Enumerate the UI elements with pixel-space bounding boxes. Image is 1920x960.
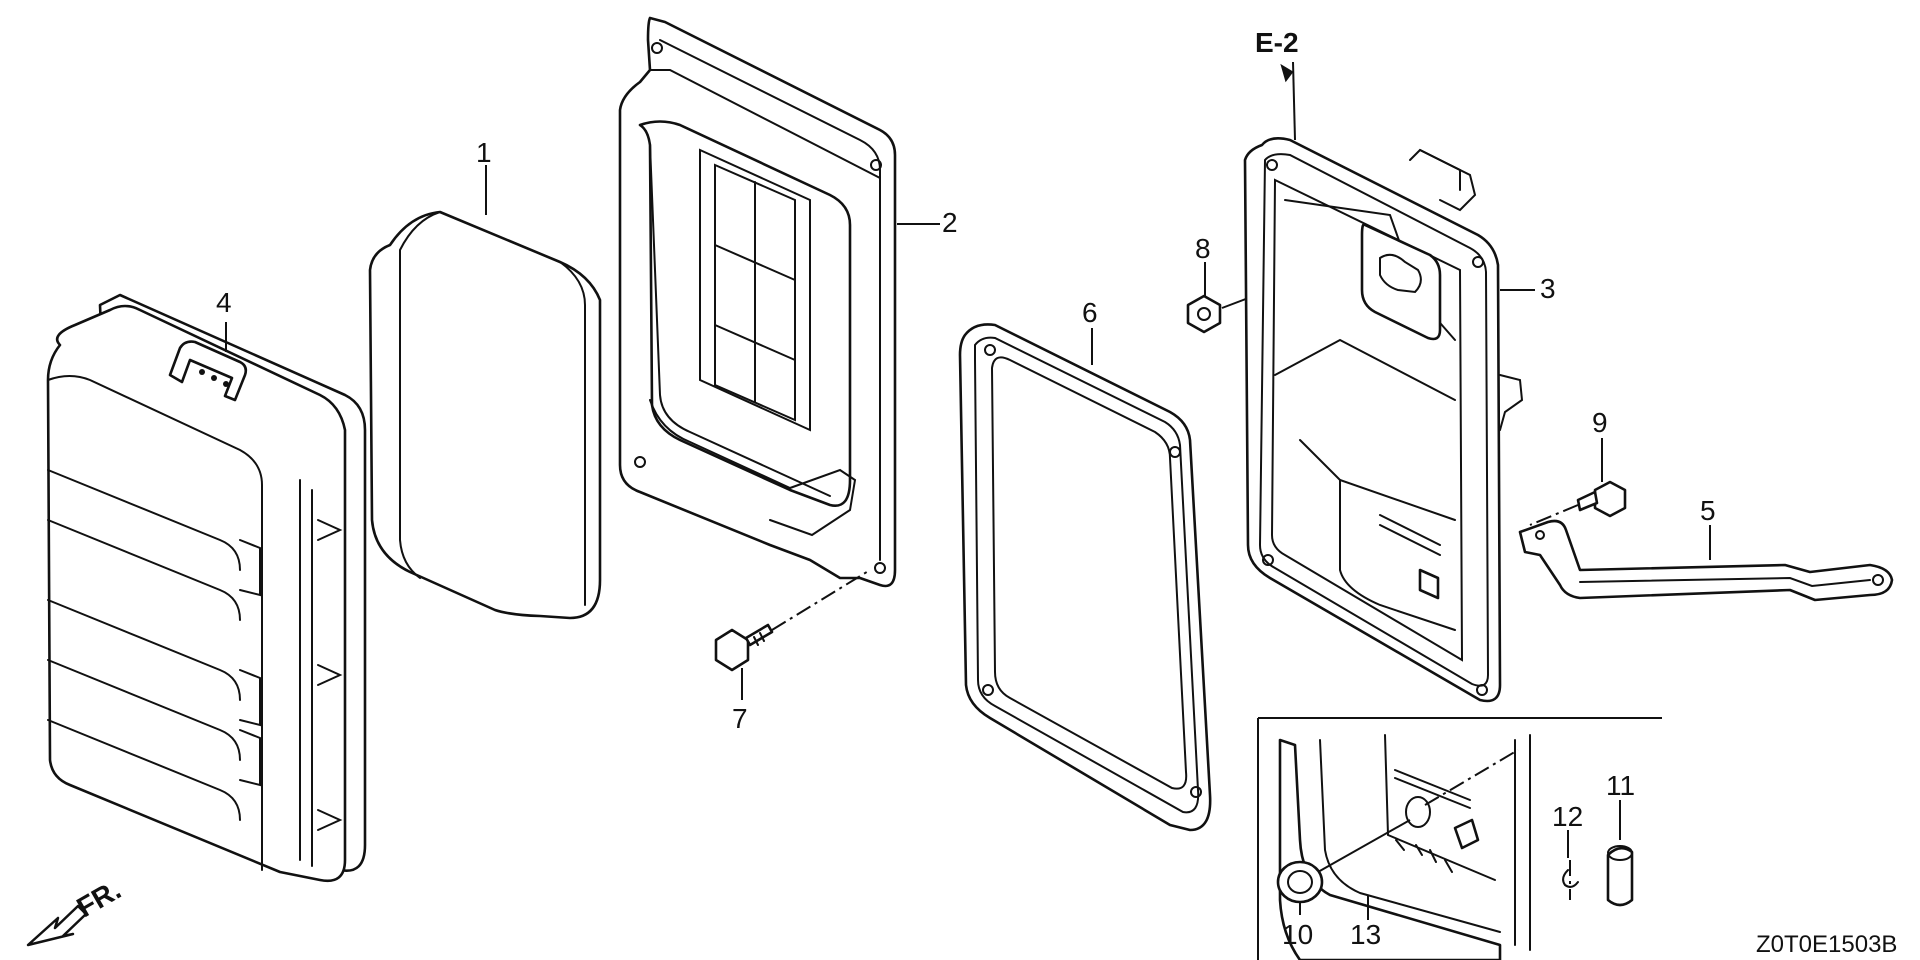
inset-detail [1257, 717, 1662, 960]
arrow-up-icon [1280, 63, 1294, 83]
part-bolt-small [1529, 480, 1627, 526]
callout-13: 13 [1350, 919, 1381, 950]
callout-9: 9 [1592, 407, 1608, 438]
callout-8: 8 [1195, 233, 1211, 264]
part-flange-bolt [714, 569, 871, 672]
drawing-code: Z0T0E1503B [1756, 931, 1897, 958]
callout-3: 3 [1540, 273, 1556, 304]
part-gasket [958, 323, 1212, 832]
part-air-cleaner-cover [46, 293, 367, 883]
callout-5: 5 [1700, 495, 1716, 526]
callout-10: 10 [1282, 919, 1313, 950]
part-element-holder [618, 16, 897, 588]
part-air-cleaner-case [1243, 137, 1524, 703]
arrow-left-down-icon [26, 904, 88, 947]
callout-7: 7 [732, 703, 748, 734]
leader-lines [225, 61, 1711, 920]
part-stay-bracket [1518, 519, 1894, 602]
callout-4: 4 [216, 287, 232, 318]
callout-1: 1 [476, 137, 492, 168]
reference-label: E-2 [1255, 27, 1299, 58]
callout-2: 2 [942, 207, 958, 238]
callout-11: 11 [1606, 770, 1635, 801]
part-air-filter-element [368, 210, 602, 620]
callout-12: 12 [1552, 801, 1583, 832]
callout-6: 6 [1082, 297, 1098, 328]
